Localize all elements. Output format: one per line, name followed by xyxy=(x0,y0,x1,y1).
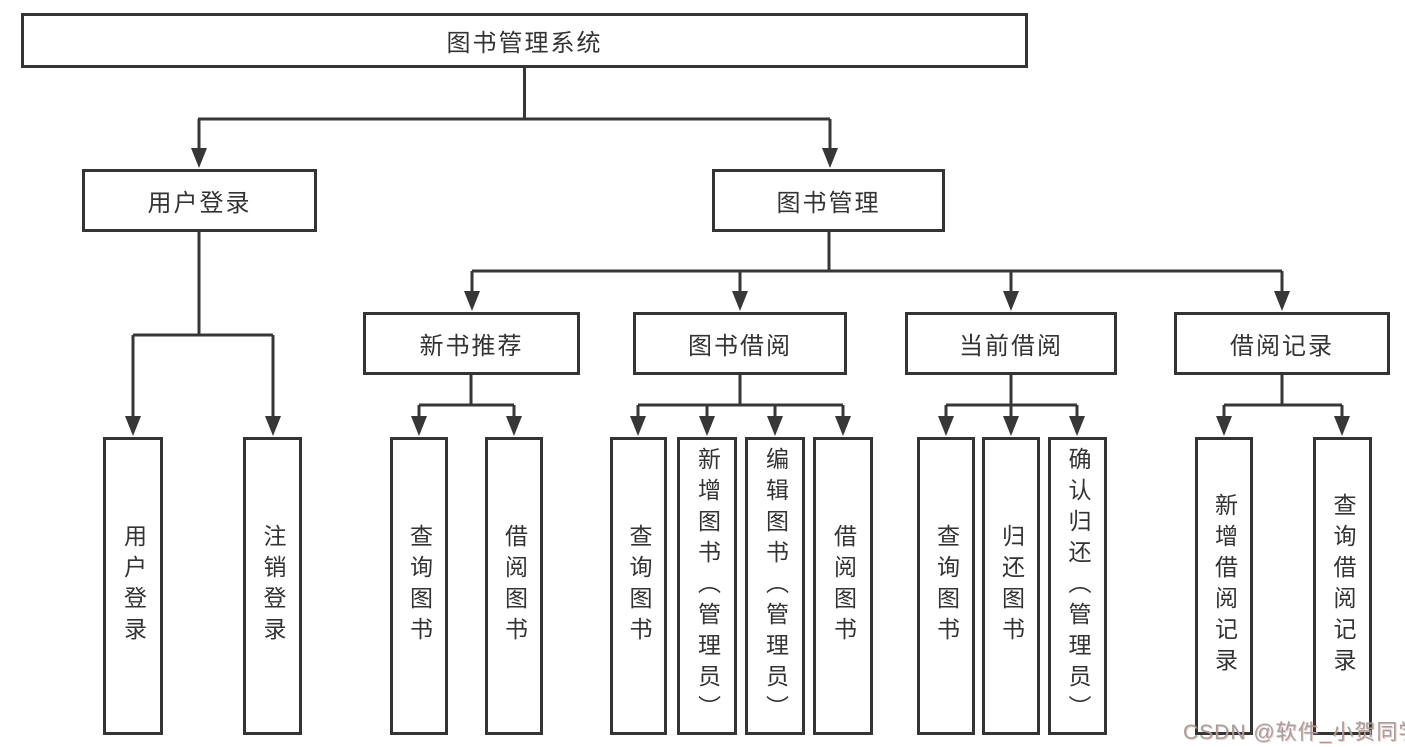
node-label: 查询图书 xyxy=(933,524,960,648)
leaf-query-books-current: 查询图书 xyxy=(917,437,975,735)
node-label: 新增借阅记录 xyxy=(1211,493,1238,679)
node-new-book-recommend: 新书推荐 xyxy=(363,312,580,375)
leaf-logout: 注销登录 xyxy=(243,437,302,735)
connector-user-login-to-leaves xyxy=(125,232,281,436)
node-book-borrow: 图书借阅 xyxy=(633,312,847,375)
node-label: 借阅记录 xyxy=(1230,333,1334,360)
leaf-return-book: 归还图书 xyxy=(982,437,1040,735)
node-label: 新书推荐 xyxy=(419,333,524,360)
csdn-watermark: CSDN @软件_小贺同学 xyxy=(1183,721,1405,744)
node-label: 注销登录 xyxy=(260,524,286,648)
node-label: 图书管理 xyxy=(776,190,881,217)
leaf-query-books-borrow: 查询图书 xyxy=(610,437,667,735)
node-label: 归还图书 xyxy=(998,524,1025,648)
node-label: 当前借阅 xyxy=(959,333,1063,360)
node-label: 图书管理系统 xyxy=(446,30,603,57)
leaf-add-book-admin: 新增图书（管理员） xyxy=(677,437,737,735)
node-label: 确认归还（管理员） xyxy=(1065,446,1091,726)
node-label: 查询图书 xyxy=(626,524,652,648)
leaf-add-borrow-record: 新增借阅记录 xyxy=(1195,437,1253,735)
connector-root-to-level1 xyxy=(191,68,838,168)
node-label: 用户登录 xyxy=(120,524,147,648)
leaf-query-borrow-record: 查询借阅记录 xyxy=(1313,437,1372,735)
node-label: 借阅图书 xyxy=(830,524,857,648)
connector-new-books-to-leaves xyxy=(411,375,522,436)
node-label: 编辑图书（管理员） xyxy=(762,446,789,726)
node-label: 借阅图书 xyxy=(501,524,528,648)
node-borrow-records: 借阅记录 xyxy=(1174,312,1390,375)
node-book-management: 图书管理 xyxy=(712,169,945,232)
leaf-query-books-newbooks: 查询图书 xyxy=(390,437,448,735)
node-label: 查询图书 xyxy=(406,524,433,648)
node-label: 查询借阅记录 xyxy=(1330,493,1356,679)
node-current-borrow: 当前借阅 xyxy=(905,312,1117,375)
connector-borrow-records-to-leaves xyxy=(1216,375,1350,436)
leaf-confirm-return-admin: 确认归还（管理员） xyxy=(1048,437,1107,735)
node-user-login: 用户登录 xyxy=(82,169,317,232)
leaf-borrow-books-newbooks: 借阅图书 xyxy=(485,437,543,735)
node-label: 新增图书（管理员） xyxy=(694,446,721,726)
node-label: 图书借阅 xyxy=(688,333,792,360)
node-label: 用户登录 xyxy=(147,190,252,217)
connector-book-borrow-to-leaves xyxy=(630,375,851,436)
connector-book-management-to-level2 xyxy=(464,232,1290,311)
leaf-user-login: 用户登录 xyxy=(103,437,163,735)
leaf-edit-book-admin: 编辑图书（管理员） xyxy=(745,437,805,735)
leaf-borrow-books-borrow: 借阅图书 xyxy=(813,437,873,735)
connector-current-borrow-to-leaves xyxy=(938,375,1085,436)
node-root: 图书管理系统 xyxy=(21,13,1028,68)
